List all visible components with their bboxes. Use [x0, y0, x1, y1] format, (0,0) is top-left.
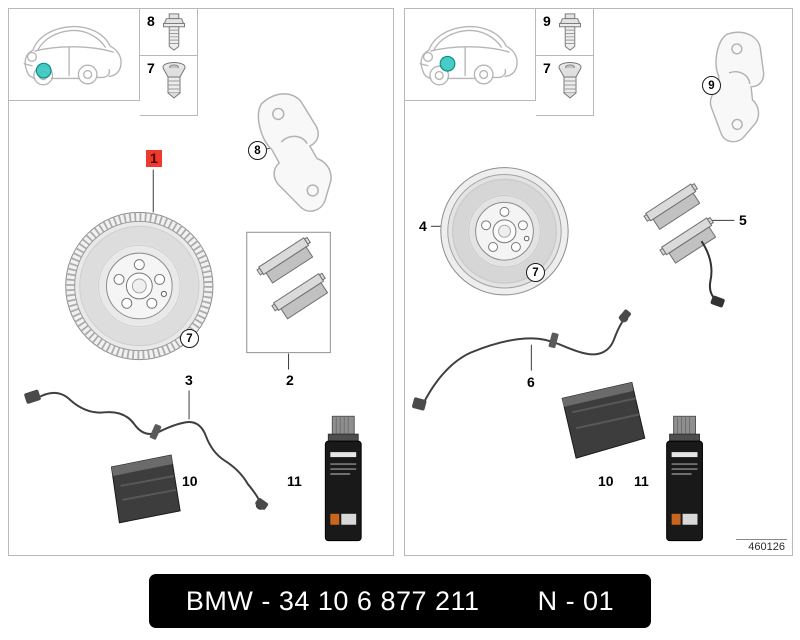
- callout-7-inset[interactable]: 7: [147, 60, 155, 76]
- car-illustration: [23, 25, 122, 86]
- callout-9-inset[interactable]: 9: [543, 13, 551, 29]
- wear-sensor-illustration: [24, 389, 269, 510]
- sheet-number: 460126: [736, 539, 787, 553]
- inset-hex-bolt-cell: 9: [536, 9, 594, 56]
- callout-1-brake-disc[interactable]: 1: [146, 150, 162, 167]
- brake-pads-illustration: [642, 181, 725, 308]
- front-axle-illustration: [24, 93, 362, 542]
- hex-bolt-icon: [559, 13, 581, 51]
- wear-sensor-illustration: [412, 309, 631, 411]
- countersunk-screw-icon: [162, 62, 186, 99]
- part-number-bar: BMW - 34 10 6 877 211 N - 01: [149, 574, 651, 628]
- callout-7-screw[interactable]: 7: [526, 263, 545, 282]
- paste-sachet-illustration: [110, 454, 181, 524]
- rear-axle-illustration: [412, 31, 765, 542]
- brake-disc-illustration: [65, 211, 214, 361]
- countersunk-screw-icon: [558, 62, 582, 99]
- callout-4-brake-disc[interactable]: 4: [419, 218, 427, 234]
- hex-bolt-icon: [163, 13, 185, 51]
- revision: N - 01: [537, 585, 615, 616]
- inset-hex-bolt-cell: 8: [140, 9, 198, 56]
- callout-8-carrier[interactable]: 8: [248, 141, 267, 160]
- callout-3-sensor[interactable]: 3: [185, 372, 193, 388]
- inset-countersunk-screw-cell: 7: [140, 56, 198, 116]
- caliper-carrier-illustration: [257, 93, 332, 212]
- car-illustration: [419, 25, 518, 86]
- rear-wheel-highlight: [439, 55, 456, 72]
- brake-pads-illustration: [246, 231, 334, 354]
- callout-7-screw[interactable]: 7: [180, 329, 199, 348]
- callout-2-pads[interactable]: 2: [286, 372, 294, 388]
- inset-countersunk-screw-cell: 7: [536, 56, 594, 116]
- callout-11-spray[interactable]: 11: [287, 473, 302, 489]
- spray-can-illustration: [324, 415, 362, 542]
- car-location-inset: [9, 9, 140, 101]
- paste-sachet-illustration: [561, 381, 646, 459]
- callout-6-sensor[interactable]: 6: [527, 374, 535, 390]
- brake-disc-illustration: [440, 167, 569, 296]
- callout-11-spray[interactable]: 11: [634, 473, 649, 489]
- callout-5-pads[interactable]: 5: [739, 212, 747, 228]
- callout-10-pouch[interactable]: 10: [182, 473, 198, 489]
- part-number: BMW - 34 10 6 877 211: [185, 585, 480, 616]
- callout-8-inset[interactable]: 8: [147, 13, 155, 29]
- rear-axle-panel: 9 7 4 9 5 7 6 10 11: [404, 8, 793, 556]
- front-axle-panel: 8 7 1 8 7 2 3 10 11: [8, 8, 394, 556]
- spray-can-illustration: [666, 415, 703, 542]
- front-wheel-highlight: [35, 62, 52, 79]
- car-location-inset: [405, 9, 536, 101]
- callout-9-carrier[interactable]: 9: [702, 76, 721, 95]
- callout-7-inset[interactable]: 7: [543, 60, 551, 76]
- callout-10-pouch[interactable]: 10: [598, 473, 614, 489]
